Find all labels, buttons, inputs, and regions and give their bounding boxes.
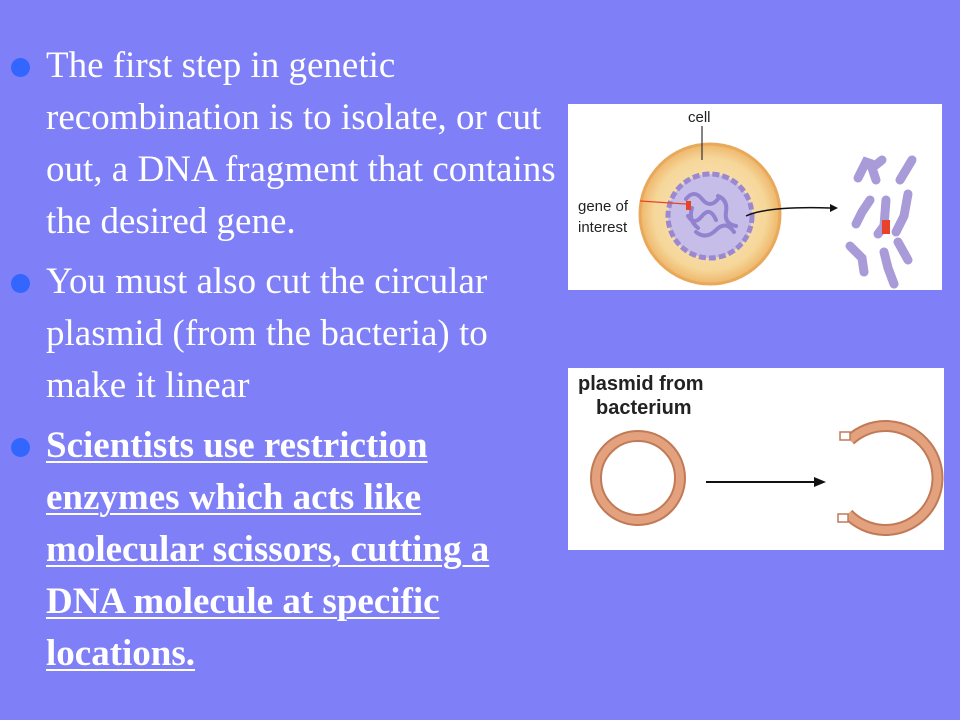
plasmid-label-line2: bacterium	[596, 397, 692, 419]
bullet-dot-icon	[11, 438, 30, 457]
cell-dna-figure: cell gene of interest	[568, 104, 942, 290]
bullet-text: Scientists use restriction enzymes which…	[46, 425, 490, 674]
chromosome-squiggles	[684, 192, 738, 238]
gene-label-line2: interest	[578, 219, 628, 236]
bullet-dot-icon	[11, 58, 30, 77]
gene-fragment-marker	[882, 220, 890, 234]
gene-label-line1: gene of	[578, 198, 629, 215]
bullet-item: The first step in genetic recombination …	[0, 40, 570, 248]
bullet-item: Scientists use restriction enzymes which…	[0, 420, 570, 680]
plasmid-label-line1: plasmid from	[578, 373, 704, 395]
bullet-text: You must also cut the circular plasmid (…	[46, 261, 488, 406]
bullet-text: The first step in genetic recombination …	[46, 45, 556, 242]
nucleus-circle	[665, 171, 755, 261]
bullet-item: You must also cut the circular plasmid (…	[0, 256, 570, 412]
arrow-right-icon	[745, 206, 831, 217]
gene-marker	[686, 201, 691, 210]
plasmid-figure: plasmid from bacterium	[568, 368, 944, 550]
bullet-dot-icon	[11, 274, 30, 293]
bullet-list: The first step in genetic recombination …	[0, 40, 570, 688]
cell-label: cell	[688, 109, 711, 126]
dna-fragments	[845, 155, 917, 289]
arrow-right-icon	[814, 477, 826, 487]
